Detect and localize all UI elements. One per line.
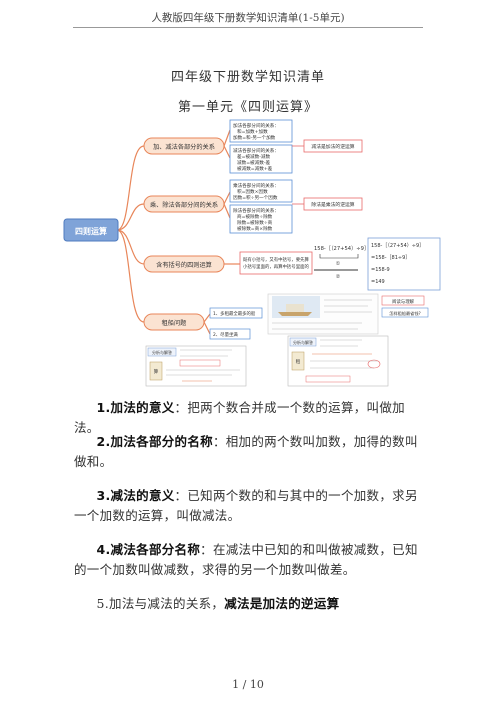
paragraph-1-text: ：把两个数合并成一个数的运算，叫做加法。 (74, 400, 405, 435)
bracket-rule-box (239, 251, 313, 275)
mul-relation-line-3: 因数=积÷另一个因数 (233, 194, 278, 201)
paragraph-3-text: ：已知两个数的和与其中的一个加数，求另一个加数的运算，叫做减法。 (74, 488, 418, 523)
inverse-note-add (303, 139, 363, 153)
analysis-tag-right (289, 337, 317, 347)
reading-tag-label: 阅读与理解 (392, 298, 415, 305)
inverse-note-add-label: 减法是加法的逆运算 (311, 143, 354, 150)
paragraph-3: 3.减法的意义：已知两个数的和与其中的一个加数，求另一个加数的运算，叫做减法。 (74, 486, 426, 526)
page-number: 1 / 10 (232, 678, 264, 691)
sub-relation-line-1: 减法各部分间的关系： (233, 147, 279, 154)
paragraph-2-text: ：相加的两个数叫加数，加得的数叫做和。 (74, 434, 418, 469)
paragraph-2: 2.加法各部分的名称：相加的两个数叫加数，加得的数叫做和。 (74, 432, 426, 472)
branch-add-sub-label: 加、减法各部分的关系 (153, 143, 215, 151)
calc-tag: 算 (154, 368, 159, 375)
unit-title: 第一单元《四则运算》 (177, 100, 318, 115)
add-relation-line-2: 和=加数+加数 (237, 128, 268, 135)
mind-map: 四则运算 加、减法各部分的关系 加法各部分间的关系： 和=加数+加数 加数=和-… (63, 119, 441, 387)
inverse-note-mul-label: 除法是乘法的逆运算 (311, 201, 354, 208)
bracket-rule-line-2: 小括号里面的，再算中括号里面的 (243, 263, 309, 270)
bracket-rule-line-1: 既有小括号，又有中括号，要先算 (243, 256, 309, 263)
root-node (63, 218, 119, 242)
paragraph-1-term: 1.加法的意义 (96, 400, 175, 415)
boat-tip-1 (209, 307, 263, 319)
svg-text:②: ② (336, 274, 341, 280)
paragraph-2-term: 2.加法各部分的名称 (96, 434, 213, 449)
branch-brackets-label: 含有括号的四则运算 (156, 261, 212, 269)
add-relation-box (229, 119, 293, 143)
sub-relation-line-3: 减数=被减数-差 (237, 159, 270, 166)
branch-add-sub (143, 137, 225, 155)
inverse-note-mul (303, 197, 363, 211)
calc-step-2: =158-［81÷9］ (371, 254, 410, 261)
div-relation-line-4: 被除数=商×除数 (237, 225, 273, 232)
paragraph-5-term: 减法是加法的逆运算 (224, 596, 340, 611)
question-tag-label: 怎样租船最省钱? (389, 310, 421, 317)
paragraph-3-term: 3.减法的意义 (96, 488, 175, 503)
root-label: 四则运算 (75, 226, 107, 236)
div-relation-box (229, 204, 293, 234)
bracket-expr: 158-［（27+54）÷9］ (314, 245, 369, 252)
sub-relation-line-2: 差=被减数-减数 (237, 153, 270, 160)
paragraph-4: 4.减法各部分名称：在减法中已知的和叫做被减数，已知的一个加数叫做减数，求得的另… (74, 540, 426, 580)
branch-boat-label: 租船问题 (162, 319, 187, 327)
boat-tip-1-label: 1、多租最全最多的船 (213, 310, 256, 317)
paragraph-4-term: 4.减法各部分名称 (96, 542, 201, 557)
analysis-tag-right-label: 分析与解答 (293, 339, 313, 345)
branch-mul-div (143, 195, 225, 213)
page-header: 人教版四年级下册数学知识清单(1-5单元) (151, 12, 345, 24)
calc-step-3: =158-9 (371, 267, 390, 273)
div-relation-line-3: 除数=被除数÷商 (237, 219, 273, 226)
mul-relation-line-1: 乘法各部分间的关系： (233, 182, 279, 189)
boat-shape (278, 312, 312, 316)
calc-steps-box (367, 237, 441, 291)
document-title: 四年级下册数学知识清单 (170, 70, 325, 85)
paragraph-5-text: 5.加法与减法的关系， (96, 596, 225, 611)
paragraph-5: 5.加法与减法的关系，减法是加法的逆运算 (74, 594, 426, 614)
mul-relation-line-2: 积=因数×因数 (237, 188, 268, 195)
analysis-tag-left (147, 347, 177, 357)
analysis-tag-left-label: 分析与解答 (152, 349, 172, 355)
div-relation-line-2: 商=被除数÷除数 (237, 213, 273, 220)
svg-text:①: ① (336, 261, 341, 267)
header-rule (73, 27, 423, 28)
reading-tag (381, 295, 425, 306)
calc-step-4: =149 (371, 279, 385, 285)
rent-tag: 租 (296, 358, 301, 365)
branch-boat (143, 313, 205, 331)
add-relation-line-3: 加数=和-另一个加数 (233, 134, 276, 141)
add-relation-line-1: 加法各部分间的关系： (233, 122, 279, 129)
question-tag (381, 307, 429, 318)
mind-map-connectors (116, 129, 240, 335)
paragraph-4-text: ：在减法中已知的和叫做被减数，已知的一个加数叫做减数，求得的另一个加数叫做差。 (74, 542, 418, 577)
branch-brackets (143, 255, 225, 273)
sub-relation-line-4: 被减数=减数+差 (237, 165, 273, 172)
calc-step-1: 158-［（27+54）÷9］ (371, 242, 424, 249)
mul-relation-box (229, 179, 293, 203)
div-relation-line-1: 除法各部分间的关系： (233, 207, 279, 214)
branch-mul-div-label: 乘、除法各部分间的关系 (150, 201, 218, 209)
boat-tip-2-label: 2、尽量坐满 (213, 331, 238, 338)
paragraph-1: 1.加法的意义：把两个数合并成一个数的运算，叫做加法。 (74, 398, 426, 438)
boat-tip-2 (209, 328, 251, 340)
sub-relation-box (229, 144, 293, 174)
